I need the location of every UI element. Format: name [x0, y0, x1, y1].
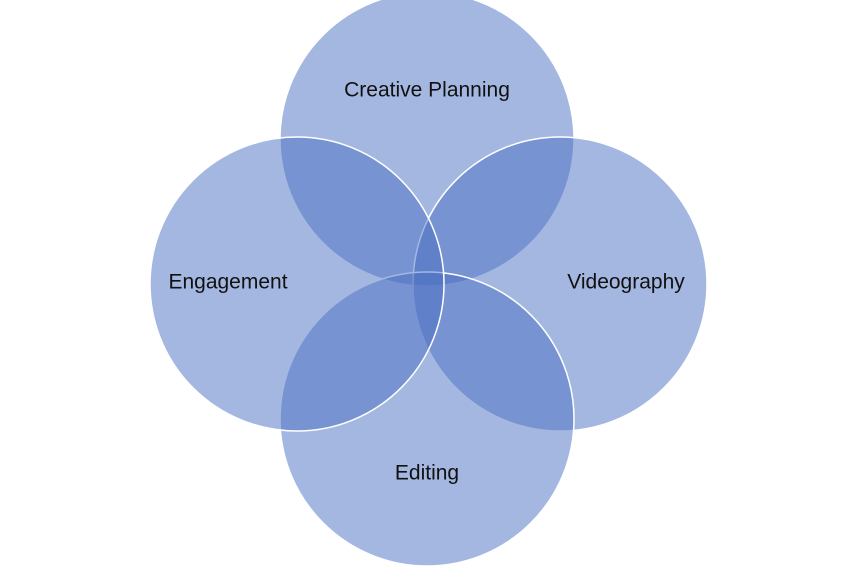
label-editing: Editing [395, 462, 459, 485]
label-creative-planning: Creative Planning [344, 79, 510, 102]
circle-engagement [149, 136, 445, 432]
label-engagement: Engagement [168, 271, 287, 294]
label-videography: Videography [567, 271, 685, 294]
